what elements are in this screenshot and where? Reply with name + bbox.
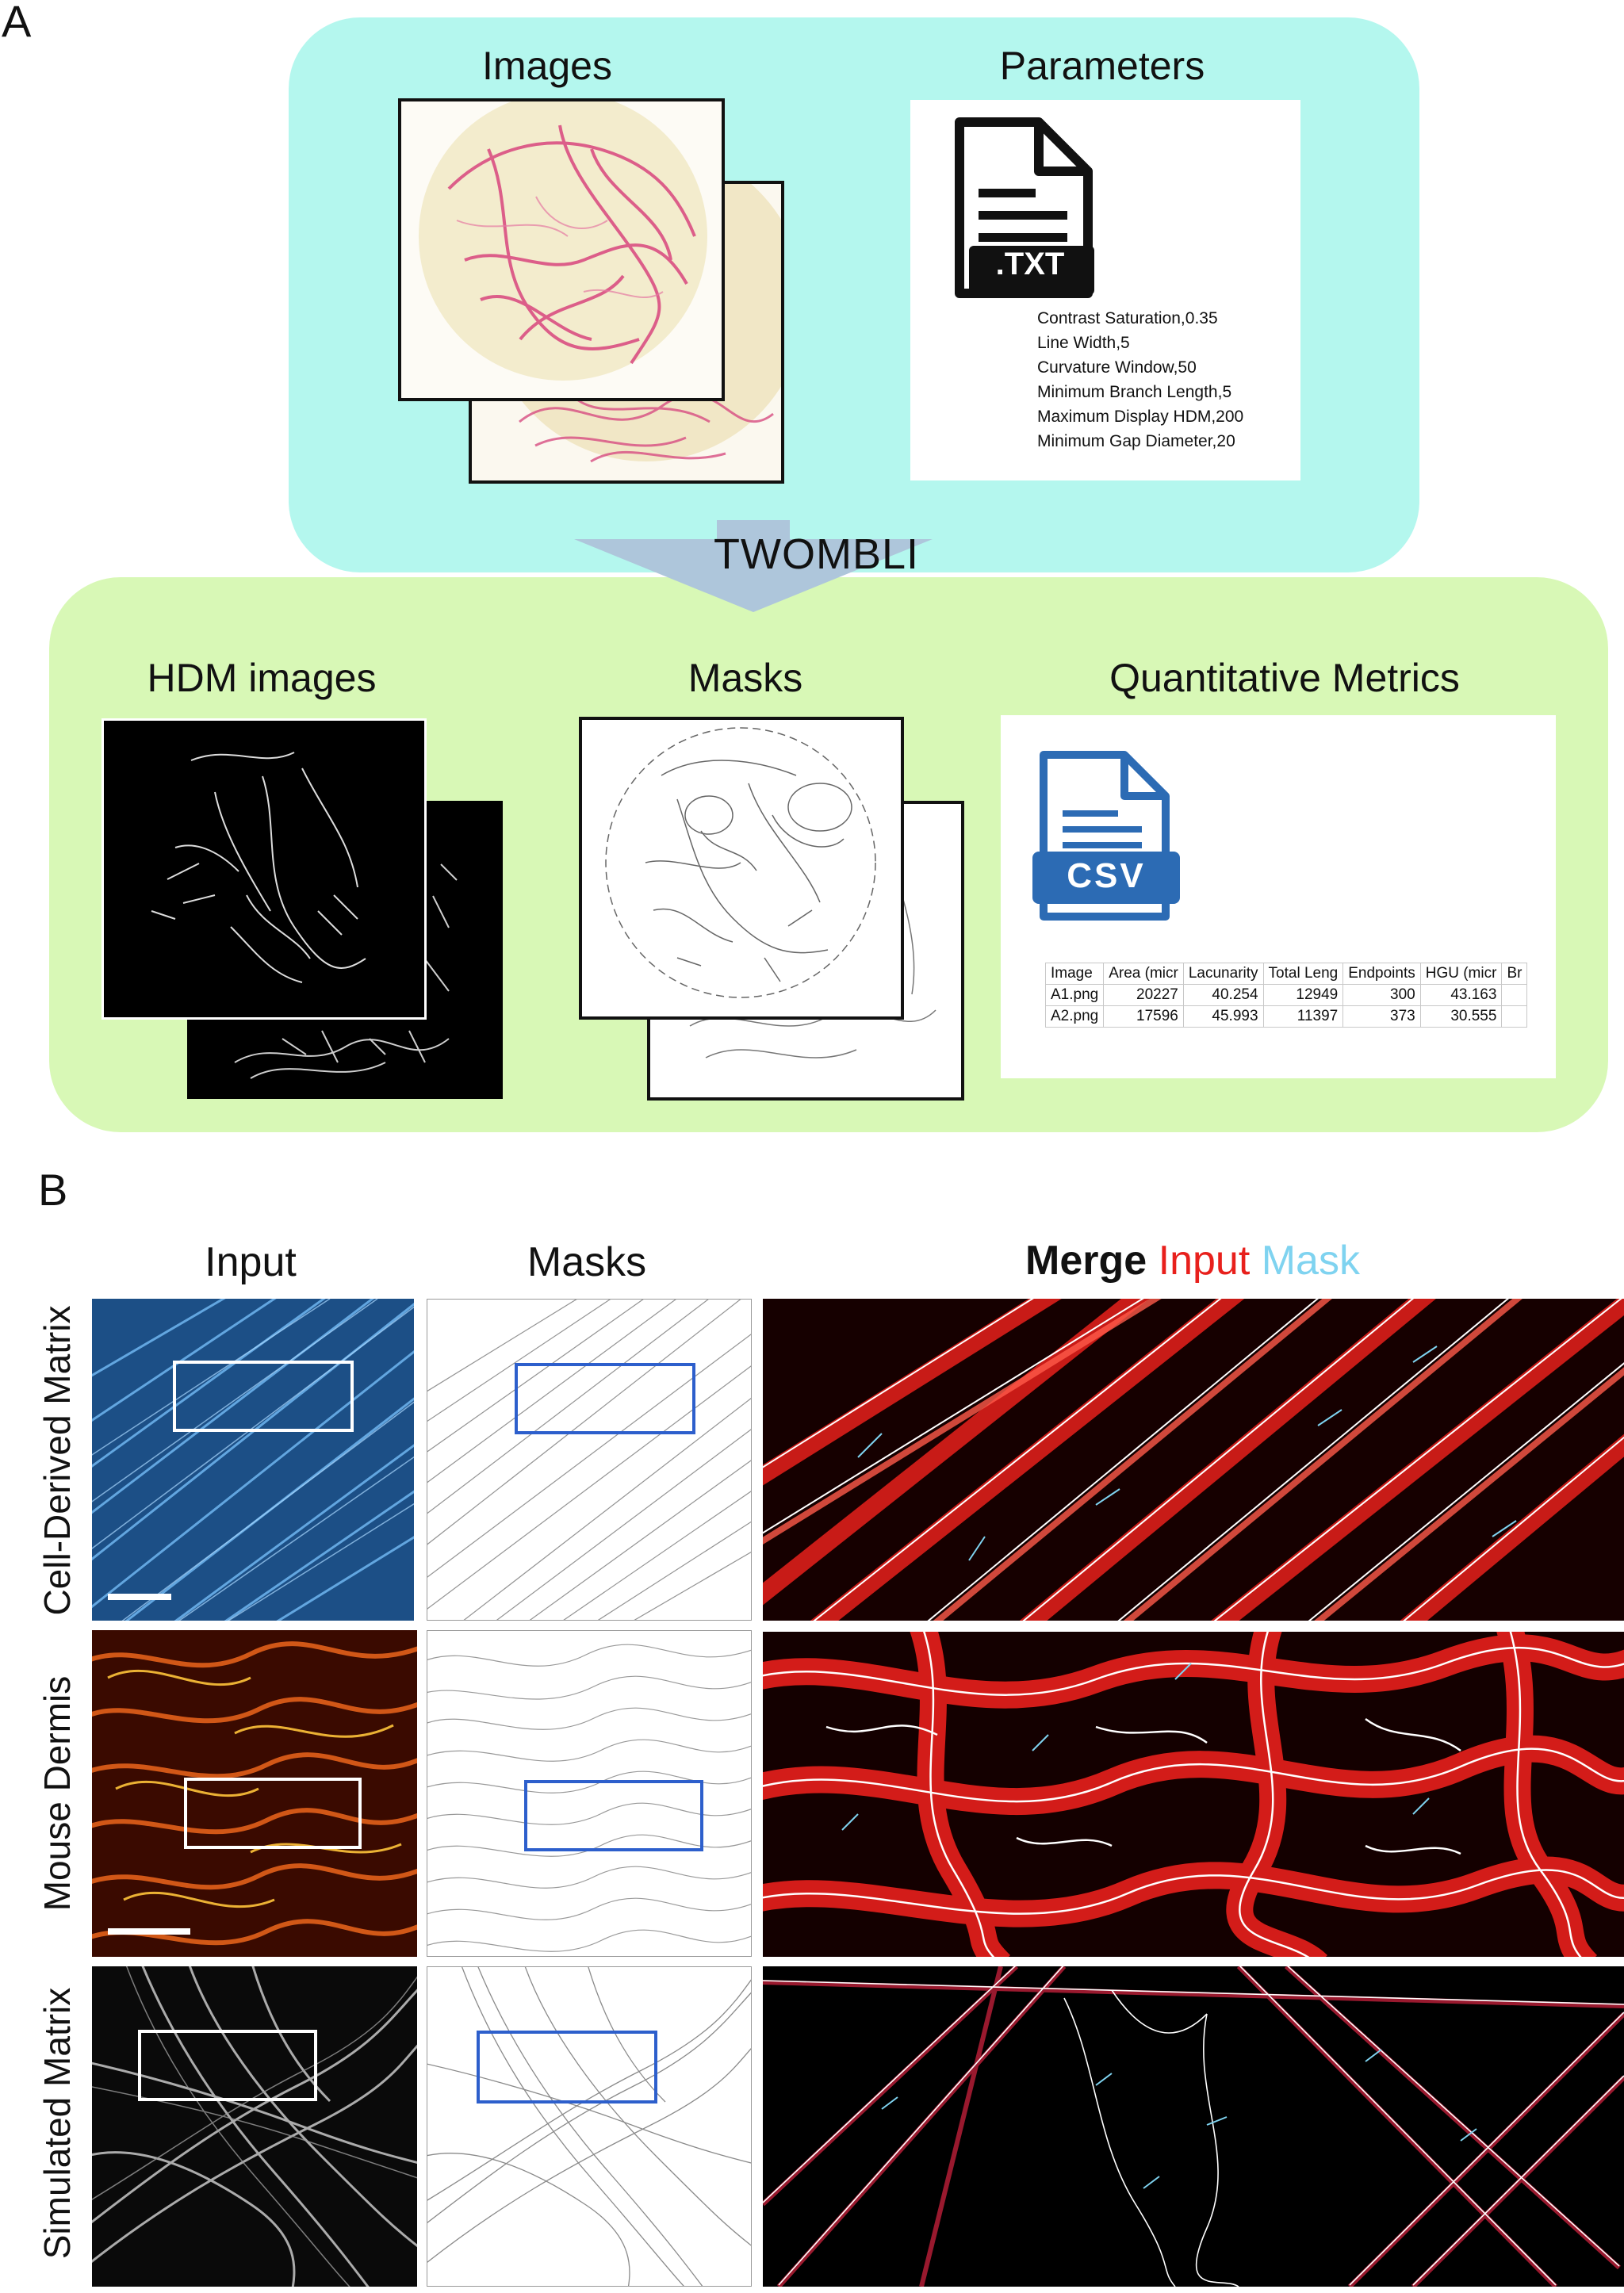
csv-badge-label: CSV: [1067, 856, 1146, 895]
table-header-cell: Image: [1044, 963, 1105, 985]
roi-box: [138, 2030, 317, 2101]
mask-image-mouse-dermis: [427, 1630, 752, 1957]
table-header-cell: Area (micr: [1103, 963, 1184, 985]
parameters-heading: Parameters: [999, 44, 1205, 88]
table-cell: A2.png: [1044, 1005, 1105, 1028]
histology-image-front: [398, 98, 725, 401]
panel-b-letter: B: [38, 1165, 68, 1215]
table-cell: 45.993: [1182, 1005, 1264, 1028]
parameter-line: Curvature Window,50: [1037, 358, 1197, 377]
table-cell: 11397: [1262, 1005, 1344, 1028]
mask-image-simulated: [427, 1966, 752, 2287]
mask-image-cell-derived: [427, 1299, 752, 1621]
merge-input-word: Input: [1158, 1238, 1251, 1284]
panel-a-letter: A: [2, 0, 32, 46]
roi-box: [524, 1780, 703, 1851]
roi-box: [515, 1363, 695, 1434]
table-cell: 373: [1342, 1005, 1421, 1028]
table-cell: 20227: [1103, 984, 1184, 1006]
table-cell: A1.png: [1044, 984, 1105, 1006]
merge-image-mouse-dermis: [763, 1632, 1624, 1957]
merge-image-cell-derived: [763, 1299, 1624, 1621]
input-image-simulated: [92, 1966, 417, 2287]
table-cell: 43.163: [1419, 984, 1503, 1006]
table-header-cell: Endpoints: [1342, 963, 1421, 985]
parameter-list: Contrast Saturation,0.35 Line Width,5 Cu…: [1037, 306, 1299, 454]
parameter-line: Minimum Gap Diameter,20: [1037, 432, 1235, 450]
table-cell: [1501, 1005, 1528, 1028]
table-row: A1.png 20227 40.254 12949 300 43.163: [1044, 984, 1528, 1006]
metrics-table: Image Area (micr Lacunarity Total Leng E…: [1044, 963, 1528, 1028]
masks-column-heading: Masks: [527, 1239, 647, 1285]
row-label-simulated: Simulated Matrix: [36, 1987, 78, 2260]
txt-badge-label: .TXT: [995, 247, 1065, 281]
table-cell: 17596: [1103, 1005, 1184, 1028]
roi-box: [477, 2031, 657, 2104]
hdm-heading: HDM images: [147, 656, 377, 700]
twombli-label: TWOMBLI: [714, 530, 919, 578]
images-heading: Images: [482, 44, 612, 88]
mask-image-front: [579, 717, 904, 1020]
merge-image-simulated: [763, 1966, 1624, 2287]
roi-box: [173, 1361, 354, 1432]
table-cell: [1501, 984, 1528, 1006]
scale-bar: [108, 1928, 190, 1935]
table-cell: 12949: [1262, 984, 1344, 1006]
twombli-arrow: [574, 520, 933, 612]
input-column-heading: Input: [205, 1239, 297, 1285]
input-image-mouse-dermis: [92, 1630, 417, 1957]
hdm-image-front: [102, 718, 427, 1020]
table-cell: 300: [1342, 984, 1421, 1006]
row-label-mouse-dermis: Mouse Dermis: [36, 1675, 78, 1912]
merge-word: Merge: [1025, 1238, 1147, 1284]
table-header-cell: Br: [1501, 963, 1528, 985]
parameter-line: Minimum Branch Length,5: [1037, 383, 1232, 401]
row-label-cell-derived: Cell-Derived Matrix: [36, 1305, 78, 1616]
roi-box: [184, 1778, 362, 1849]
parameter-line: Line Width,5: [1037, 334, 1130, 352]
table-header-row: Image Area (micr Lacunarity Total Leng E…: [1044, 963, 1528, 985]
table-header-cell: HGU (micr: [1419, 963, 1503, 985]
parameter-line: Maximum Display HDM,200: [1037, 408, 1244, 426]
masks-heading-a: Masks: [688, 656, 803, 700]
table-header-cell: Lacunarity: [1182, 963, 1264, 985]
merge-mask-word: Mask: [1261, 1238, 1360, 1284]
metrics-heading: Quantitative Metrics: [1109, 656, 1460, 700]
input-image-cell-derived: [92, 1299, 414, 1621]
txt-file-icon: [955, 117, 1094, 298]
parameter-line: Contrast Saturation,0.35: [1037, 309, 1218, 327]
table-cell: 40.254: [1182, 984, 1264, 1006]
scale-bar: [108, 1594, 171, 1600]
table-row: A2.png 17596 45.993 11397 373 30.555: [1044, 1005, 1528, 1028]
table-header-cell: Total Leng: [1262, 963, 1344, 985]
table-cell: 30.555: [1419, 1005, 1503, 1028]
merge-column-heading: Merge Input Mask: [761, 1237, 1624, 1284]
csv-file-icon: [1032, 751, 1180, 921]
